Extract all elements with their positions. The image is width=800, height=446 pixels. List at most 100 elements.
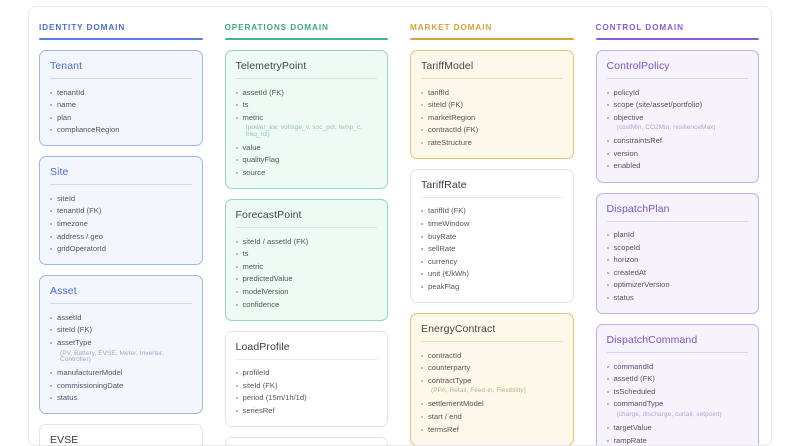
entity-field: scopeId (606, 241, 749, 254)
domain-header-market: MARKET DOMAIN (410, 23, 493, 32)
entity-field: siteId (50, 192, 192, 205)
entity-field: start / end (421, 411, 563, 424)
entity-divider (50, 184, 192, 186)
domain-rule-market (410, 38, 574, 40)
entity-field: contractId (FK) (421, 124, 563, 137)
domain-rule-identity (39, 38, 203, 40)
entity-divider (235, 78, 377, 79)
entity-field: assetType (50, 337, 192, 350)
entity-field: objective (606, 111, 749, 124)
entity-field: scope (site/asset/portfolio) (606, 99, 749, 112)
entity-divider (606, 78, 748, 79)
entity-field: value (235, 141, 378, 154)
entity-field: qualityFlag (235, 154, 378, 167)
entity-field: address / geo (50, 230, 192, 243)
entity-field: commandType (606, 398, 749, 411)
entity-field: tariffId (421, 86, 563, 99)
entity-field: enabled (606, 160, 749, 173)
entity-field: currency (421, 255, 563, 268)
entity-field: modelVersion (235, 285, 378, 298)
entity-field: source (235, 166, 378, 179)
entity-field: confidence (235, 298, 378, 311)
entity-field: siteId (FK) (421, 99, 563, 112)
entity-field: timeWindow (421, 218, 563, 231)
entity-field: marketRegion (421, 111, 563, 124)
entity-field: targetValue (606, 422, 749, 435)
entity-title: EnergyContract (421, 323, 496, 336)
entity-title: ForecastPoint (235, 209, 302, 222)
entity-title: DispatchCommand (606, 334, 698, 347)
entity-divider (606, 352, 748, 354)
entity-field: unit (€/kWh) (421, 268, 563, 281)
entity-field: commissioningDate (50, 379, 192, 392)
entity-field: siteId (FK) (50, 324, 192, 337)
entity-field: constraintsRef (606, 135, 749, 148)
entity-field: planId (606, 229, 749, 242)
entity-divider (50, 78, 192, 79)
entity-field: manufacturerModel (50, 367, 192, 380)
entity-field-note: (costMin, CO2Min, resilienceMax) (616, 124, 716, 132)
entity-field: name (50, 99, 192, 112)
entity-title: TelemetryPoint (235, 60, 307, 72)
entity-field: tenantId (FK) (50, 205, 192, 218)
entity-title: ControlPolicy (606, 60, 670, 72)
entity-field: seriesRef (235, 404, 378, 417)
domain-rule-control (595, 38, 759, 40)
entity-field: rampRate (606, 434, 749, 445)
entity-field: tenantId (50, 86, 192, 99)
entity-title: Asset (50, 285, 77, 298)
entity-field: siteId / assetId (FK) (235, 235, 378, 248)
entity-field: complianceRegion (50, 124, 192, 137)
entity-field: timezone (50, 218, 192, 231)
entity-divider (606, 220, 748, 222)
entity-field: ts (235, 99, 378, 112)
entity-field: rateStructure (421, 136, 563, 149)
entity-divider (421, 196, 563, 198)
entity-field: period (15m/1h/1d) (235, 392, 378, 405)
entity-field: profileId (235, 367, 378, 380)
entity-divider (235, 358, 377, 360)
entity-field: status (606, 292, 749, 305)
entity-field: settlementModel (421, 398, 563, 411)
entity-title: TariffModel (421, 60, 474, 72)
domain-header-identity: IDENTITY DOMAIN (39, 23, 126, 32)
entity-divider (235, 227, 377, 229)
entity-field: createdAt (606, 266, 749, 279)
entity-field: siteId (FK) (235, 379, 378, 392)
entity-field: optimizerVersion (606, 279, 749, 292)
entity-divider (50, 303, 192, 305)
entity-field: contractType (421, 374, 563, 387)
entity-card[interactable]: GridConnectionconnectionIdsiteId (FK) (224, 437, 388, 445)
entity-field: tariffId (FK) (421, 205, 563, 218)
entity-card[interactable]: EVSEevseIdsiteId (FK)clusterId (39, 424, 203, 445)
entity-field-note: (PV, Battery, EVSE, Meter, Inverter, Con… (60, 349, 164, 364)
entity-field: status (50, 392, 192, 405)
entity-field: contractId (421, 349, 563, 362)
domain-rule-operations (224, 38, 388, 40)
entity-field: policyId (606, 86, 749, 99)
entity-field: commandId (606, 360, 749, 373)
entity-field-note: (power_kw, voltage_v, soc_pct, temp_c, f… (245, 124, 363, 138)
entity-title: Tenant (50, 60, 83, 72)
domain-header-control: CONTROL DOMAIN (595, 23, 684, 32)
entity-field: assetId (50, 311, 192, 324)
entity-divider (421, 78, 563, 79)
entity-field-note: (charge, discharge, curtail, setpoint) (616, 411, 722, 418)
